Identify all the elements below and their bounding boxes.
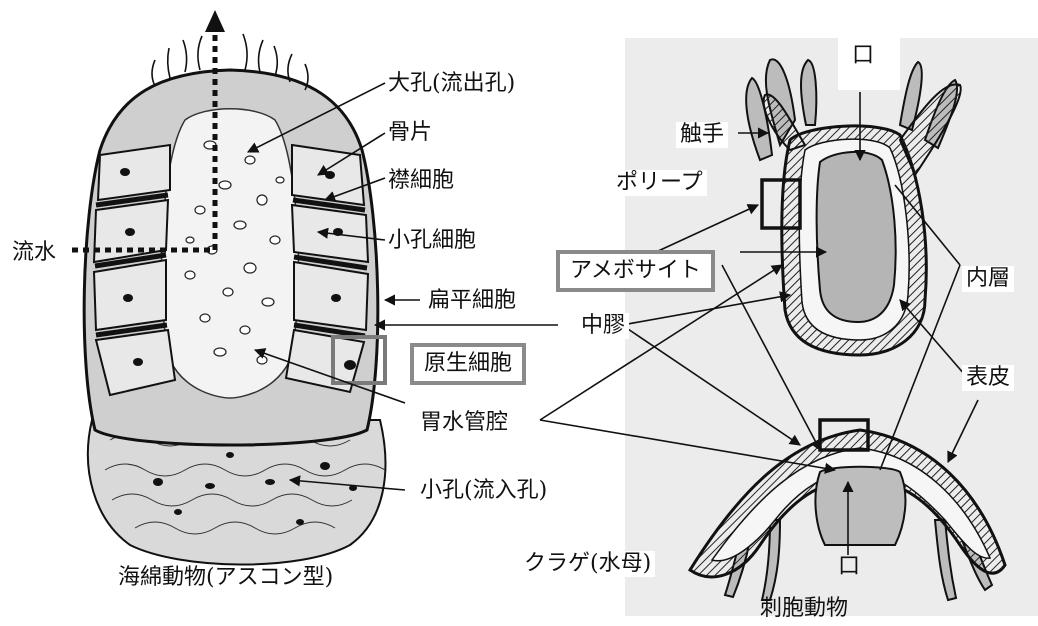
label-spicule: 骨片 <box>388 122 432 144</box>
label-mesoglea: 中膠 <box>577 313 629 339</box>
label-gastrovascular-cavity: 胃水管腔 <box>416 410 512 436</box>
label-archaeocyte: 原生細胞 <box>410 343 526 385</box>
label-choanocyte: 襟細胞 <box>388 170 454 192</box>
label-polyp: ポリープ <box>612 170 707 196</box>
label-epidermis: 表皮 <box>962 365 1014 391</box>
label-amebocyte: アメボサイト <box>556 250 715 292</box>
sponge-caption: 海綿動物(アスコン型) <box>118 567 333 589</box>
label-mouth-top: 口 <box>852 45 874 67</box>
label-water-flow: 流水 <box>12 242 56 264</box>
label-medusa: クラゲ(水母) <box>520 551 655 577</box>
label-tentacle: 触手 <box>676 122 728 148</box>
label-mouth-bottom: 口 <box>838 556 860 578</box>
cnidarian-caption: 刺胞動物 <box>760 598 848 620</box>
label-pinacocyte: 扁平細胞 <box>428 290 516 312</box>
label-gastrodermis: 内層 <box>962 266 1014 292</box>
label-osculum: 大孔(流出孔) <box>388 73 515 95</box>
label-porocyte: 小孔細胞 <box>388 230 476 252</box>
label-ostium: 小孔(流入孔) <box>420 480 547 502</box>
